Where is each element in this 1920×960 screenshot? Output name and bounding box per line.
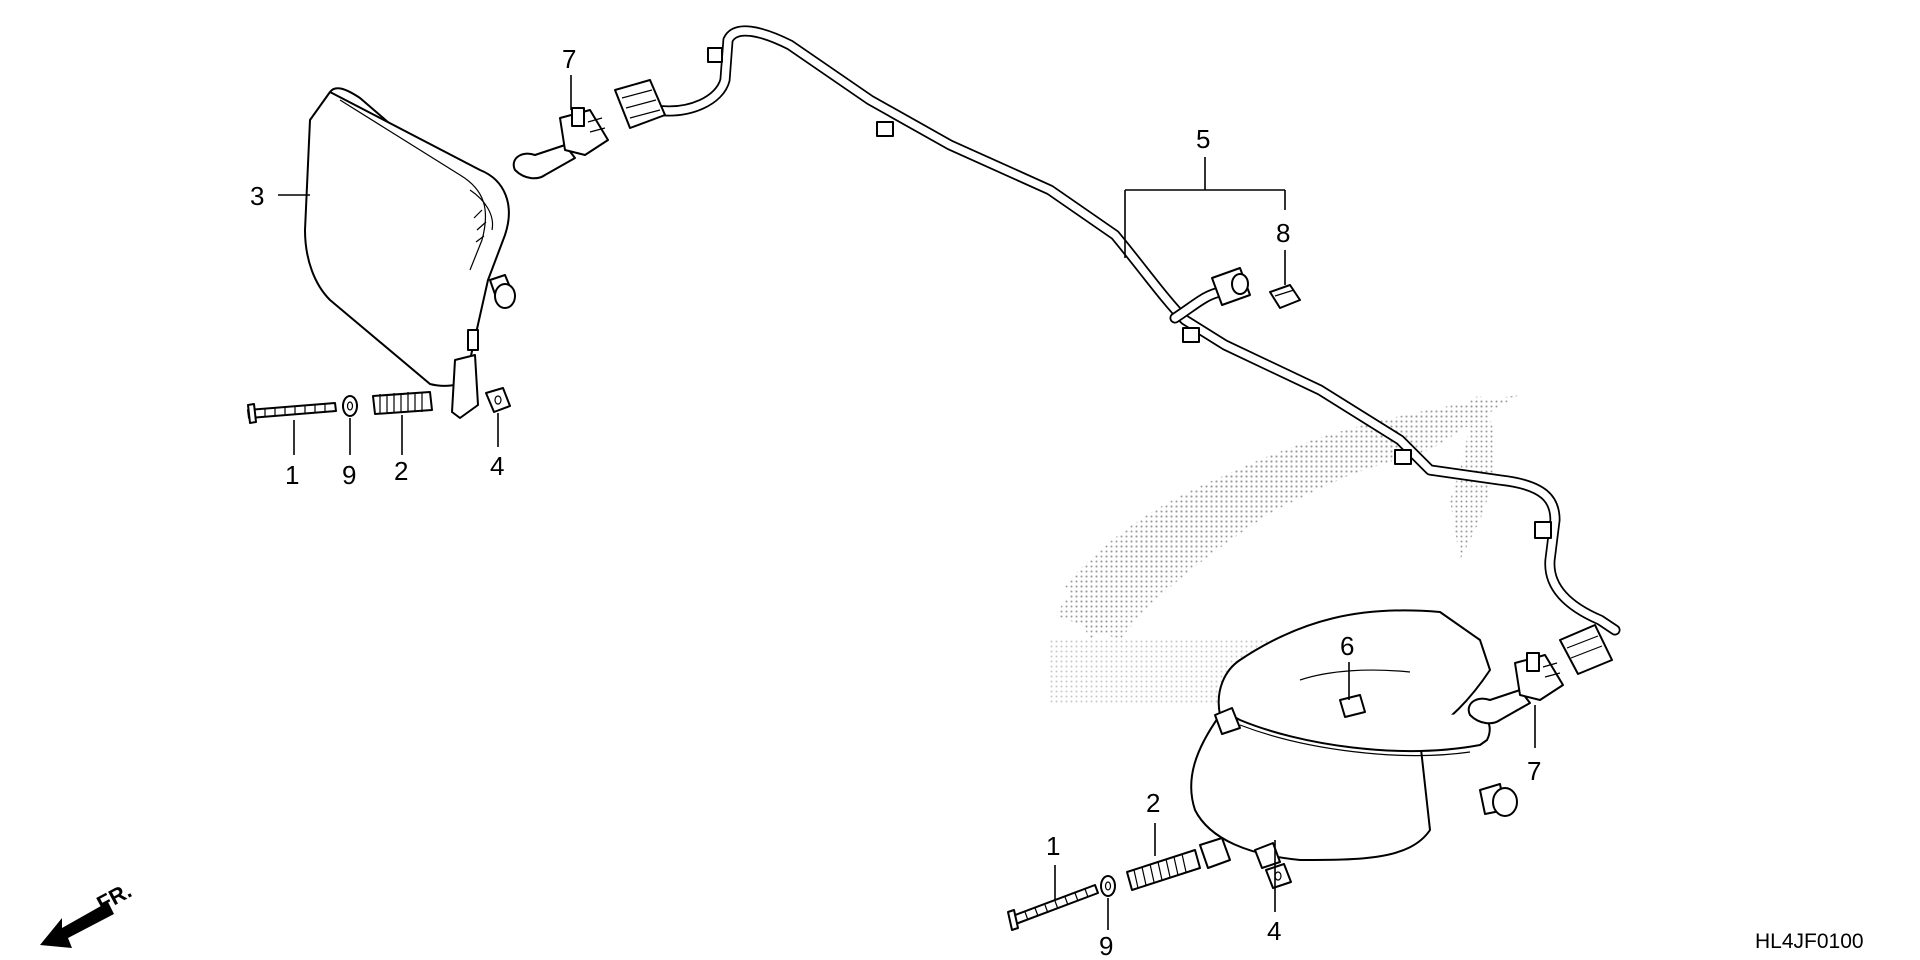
headlight-left bbox=[304, 87, 516, 419]
callout-4-left: 4 bbox=[490, 451, 504, 481]
fasteners-right bbox=[1007, 849, 1292, 931]
callout-9-left: 9 bbox=[342, 460, 356, 490]
front-arrow: FR. bbox=[40, 878, 136, 948]
callout-4-right: 4 bbox=[1267, 916, 1281, 946]
diagram-code: HL4JF0100 bbox=[1755, 930, 1864, 953]
callout-7-left: 7 bbox=[562, 44, 576, 74]
fasteners-left bbox=[247, 387, 511, 424]
callout-labels: 3 7 1 9 2 4 5 8 6 7 1 2 9 4 bbox=[250, 44, 1541, 960]
callout-2-left: 2 bbox=[394, 456, 408, 486]
leader-lines bbox=[278, 75, 1536, 930]
headlight-right bbox=[1190, 609, 1518, 869]
bulb-left bbox=[512, 107, 609, 180]
callout-1-left: 1 bbox=[285, 460, 299, 490]
callout-8: 8 bbox=[1276, 218, 1290, 248]
callout-7-right: 7 bbox=[1527, 756, 1541, 786]
clip-item-8 bbox=[1269, 284, 1301, 309]
callout-2-right: 2 bbox=[1146, 788, 1160, 818]
bulb-right bbox=[1467, 652, 1564, 725]
callout-3: 3 bbox=[250, 181, 264, 211]
wire-harness bbox=[614, 25, 1621, 675]
callout-5: 5 bbox=[1196, 124, 1210, 154]
callout-1-right: 1 bbox=[1046, 831, 1060, 861]
callout-9-right: 9 bbox=[1099, 931, 1113, 960]
callout-6: 6 bbox=[1340, 631, 1354, 661]
